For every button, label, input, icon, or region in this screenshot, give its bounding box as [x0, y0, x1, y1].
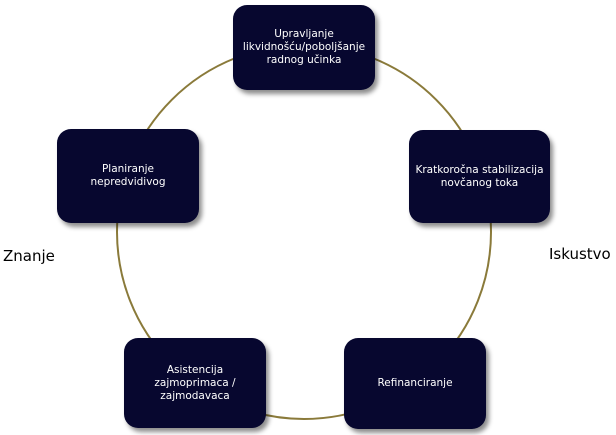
node-liquidity-management: Upravljanje likvidnošću/poboljšanje radn… [233, 5, 375, 90]
side-label-experience: Iskustvo [549, 245, 611, 263]
node-label: Asistencija zajmoprimaca / zajmodavaca [154, 363, 236, 402]
node-contingency-planning: Planiranje nepredvidivog [57, 129, 199, 223]
node-label: Planiranje nepredvidivog [90, 163, 166, 188]
node-label: Upravljanje likvidnošću/poboljšanje radn… [242, 28, 366, 66]
side-label-knowledge: Znanje [3, 247, 55, 265]
node-cashflow-stabilization: Kratkoročna stabilizacija novčanog toka [409, 130, 550, 223]
node-label: Refinanciranje [377, 377, 453, 389]
node-borrower-lender-assistance: Asistencija zajmoprimaca / zajmodavaca [124, 338, 266, 428]
node-refinancing: Refinanciranje [344, 338, 486, 429]
node-label: Kratkoročna stabilizacija novčanog toka [415, 163, 544, 189]
